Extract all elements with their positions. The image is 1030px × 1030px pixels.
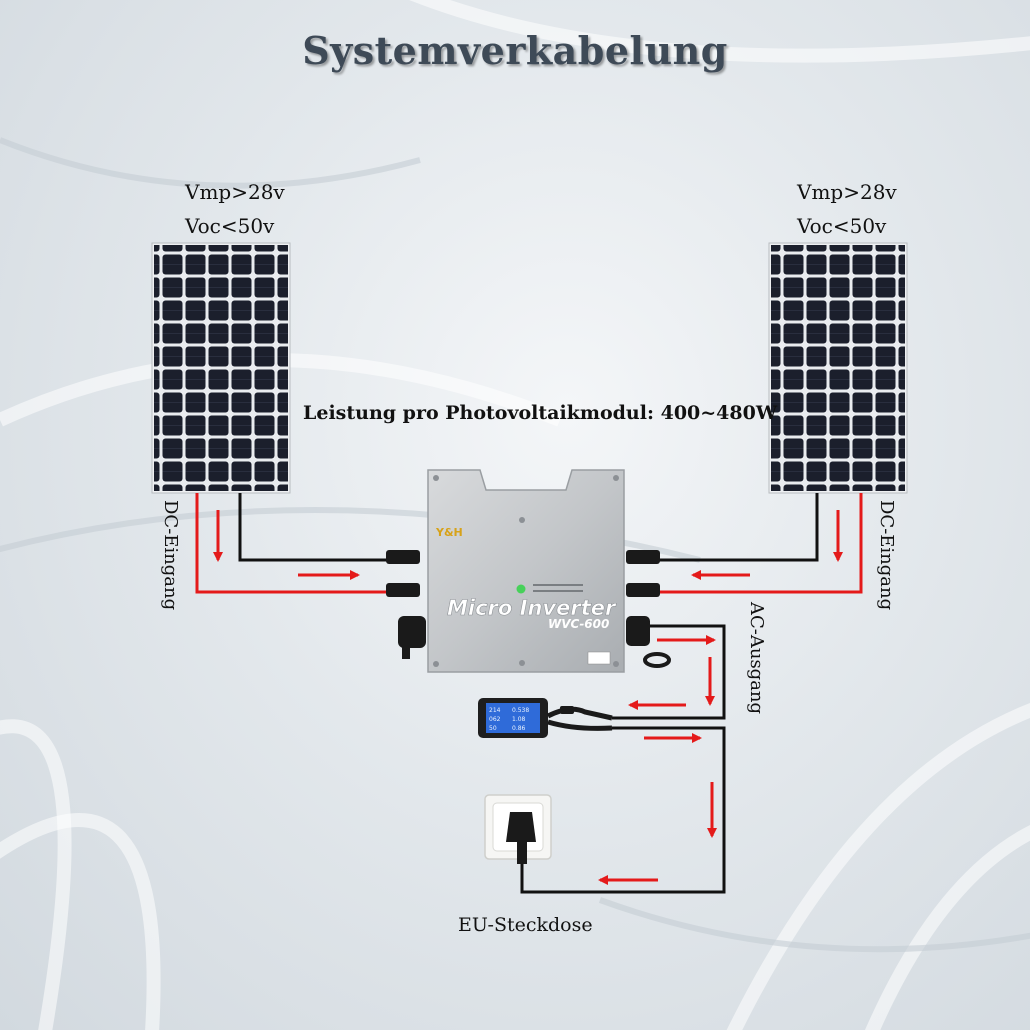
micro-inverter: Y&H Micro Inverter WVC-600 bbox=[398, 469, 671, 673]
dc-connectors bbox=[386, 550, 660, 597]
right-vmp-label: Vmp>28v bbox=[797, 180, 897, 204]
svg-text:50: 50 bbox=[489, 725, 497, 732]
left-panel-specs: Vmp>28v Voc<50v bbox=[185, 175, 285, 243]
ac-output-label: AC-Ausgang bbox=[746, 602, 767, 715]
right-voc-label: Voc<50v bbox=[797, 214, 887, 238]
ac-output-wires bbox=[520, 624, 726, 894]
inverter-brand: Y&H bbox=[435, 526, 463, 539]
right-dc-input-label: DC-Eingang bbox=[876, 500, 897, 611]
flow-arrows bbox=[213, 510, 843, 885]
inverter-name: Micro Inverter bbox=[447, 596, 617, 620]
left-solar-panel bbox=[151, 242, 291, 494]
panel-power-label: Leistung pro Photovoltaikmodul: 400~480W bbox=[303, 402, 778, 424]
left-dc-input-label: DC-Eingang bbox=[160, 500, 181, 611]
power-meter: 214 0.538 062 1.08 50 0.86 bbox=[478, 698, 613, 738]
svg-text:062: 062 bbox=[489, 716, 501, 723]
svg-text:1.08: 1.08 bbox=[512, 716, 526, 723]
left-dc-wires bbox=[195, 493, 392, 594]
svg-text:0.538: 0.538 bbox=[512, 707, 529, 714]
svg-text:0.86: 0.86 bbox=[512, 725, 526, 732]
page-title: Systemverkabelung bbox=[302, 28, 728, 73]
right-panel-specs: Vmp>28v Voc<50v bbox=[797, 175, 897, 243]
inverter-model: WVC-600 bbox=[548, 617, 609, 631]
left-voc-label: Voc<50v bbox=[185, 214, 275, 238]
svg-text:214: 214 bbox=[489, 707, 501, 714]
eu-socket bbox=[484, 794, 552, 864]
left-vmp-label: Vmp>28v bbox=[185, 180, 285, 204]
right-solar-panel bbox=[768, 242, 908, 494]
socket-label: EU-Steckdose bbox=[458, 914, 593, 936]
right-dc-wires bbox=[652, 493, 863, 594]
